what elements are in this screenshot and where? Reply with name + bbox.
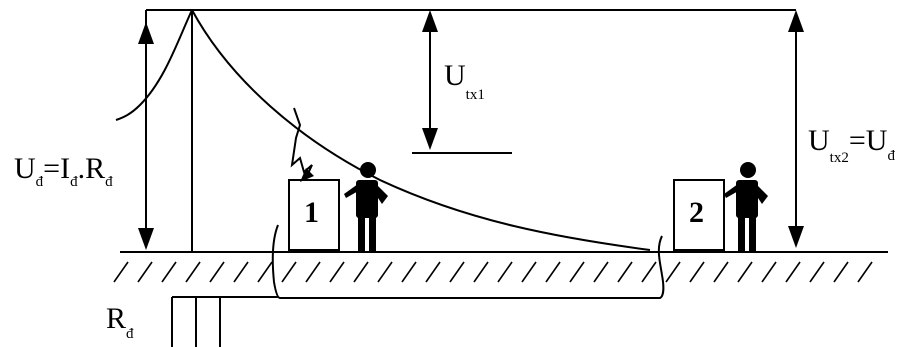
ground-hatch-mark (617, 261, 633, 283)
ground-hatch-mark (545, 261, 561, 283)
ground-hatch-mark (857, 261, 873, 283)
grounding-wire (271, 224, 665, 299)
ground-hatch-mark (329, 261, 345, 283)
fault-lightning-icon (290, 107, 313, 179)
ground-hatch-mark (737, 261, 753, 283)
ground-hatch-mark (233, 261, 249, 283)
ground-hatch-mark (209, 261, 225, 283)
ground-hatch-mark (185, 261, 201, 283)
utx1-arrow-head-bottom (422, 128, 438, 150)
utx2-arrow-head-bottom (788, 226, 804, 248)
utx2-arrow-head-top (788, 10, 804, 32)
equipment-1-label: 1 (304, 196, 319, 229)
utx2-label: Utx2=Uđ (808, 124, 895, 166)
person-1-icon (344, 162, 388, 252)
ground-hatch-mark (641, 261, 657, 283)
ground-hatch-mark (713, 261, 729, 283)
ground-hatch-mark (809, 261, 825, 283)
potential-curve-left (115, 9, 193, 121)
equipment-1-box (288, 179, 340, 251)
ground-hatch-mark (569, 261, 585, 283)
ground-hatch-mark (785, 261, 801, 283)
ground-hatch-mark (425, 261, 441, 283)
ud-arrow-head-top (138, 22, 154, 44)
ud-arrow-head-bottom (138, 228, 154, 250)
ground-hatch-mark (113, 261, 129, 283)
utx1-label: Utx1 (444, 59, 485, 103)
potential-curve-right (191, 9, 651, 251)
ground-hatch-mark (401, 261, 417, 283)
ground-hatch-mark (761, 261, 777, 283)
ground-hatch-mark (137, 261, 153, 283)
ground-hatch-mark (689, 261, 705, 283)
equipment-2-label: 2 (689, 196, 704, 229)
ground-hatch-mark (377, 261, 393, 283)
ud-formula-label: Uđ=Iđ.Rđ (14, 152, 113, 190)
ground-hatch-mark (665, 261, 681, 283)
person-2-icon (724, 162, 768, 252)
equipment-2-box (673, 179, 725, 251)
ground-hatching (113, 261, 873, 283)
fault-arrow-head (300, 168, 314, 182)
ground-hatch-mark (449, 261, 465, 283)
ground-hatch-mark (473, 261, 489, 283)
ground-hatch-mark (497, 261, 513, 283)
ground-hatch-mark (521, 261, 537, 283)
ground-hatch-mark (161, 261, 177, 283)
utx1-arrow-head-top (422, 10, 438, 32)
ground-hatch-mark (833, 261, 849, 283)
rd-label: Rđ (106, 302, 134, 342)
ground-hatch-mark (593, 261, 609, 283)
ground-hatch-mark (281, 261, 297, 283)
ground-hatch-mark (257, 261, 273, 283)
ground-hatch-mark (305, 261, 321, 283)
ground-hatch-mark (353, 261, 369, 283)
